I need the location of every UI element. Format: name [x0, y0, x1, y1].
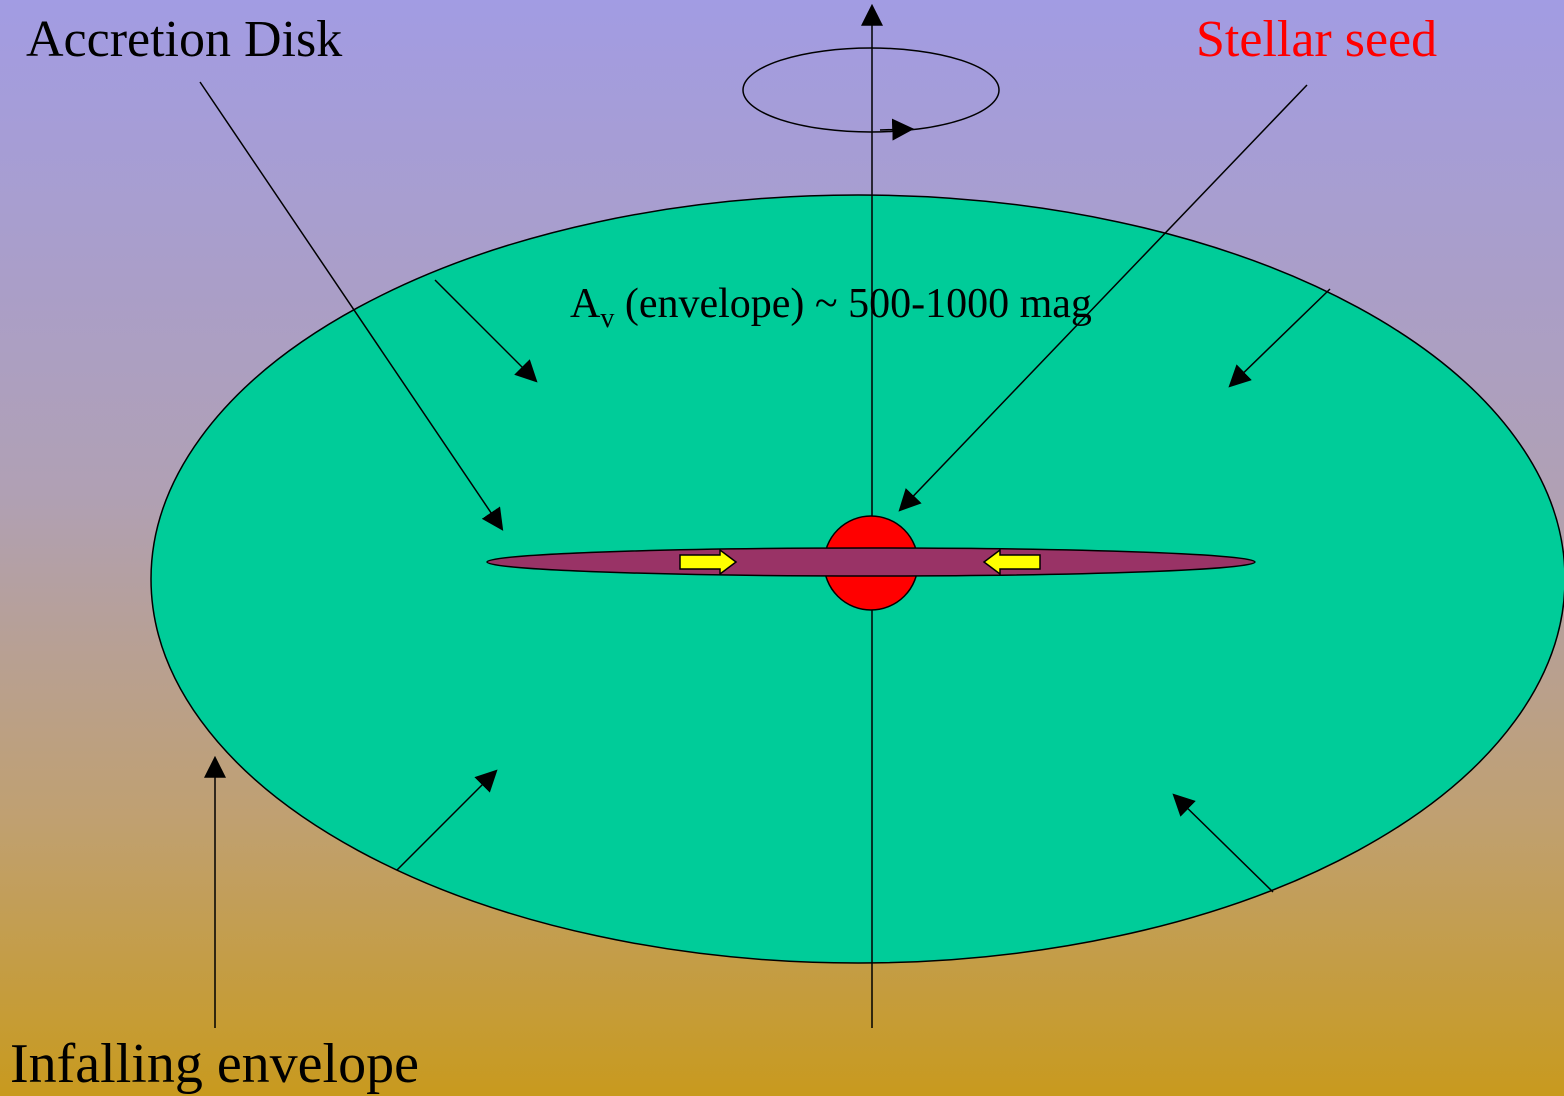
extinction-text: (envelope) ~ 500-1000 mag [614, 281, 1092, 327]
disk-inflow-arrow-right [982, 548, 1041, 576]
accretion-disk-label: Accretion Disk [26, 11, 343, 68]
envelope-inflow-arrow-top-right [1228, 288, 1331, 388]
extinction-subscript: v [600, 303, 615, 334]
stellar-seed-label: Stellar seed [1196, 11, 1438, 68]
envelope-inflow-arrow-top-left [434, 279, 538, 383]
infalling-envelope-label: Infalling envelope [10, 1033, 419, 1095]
disk-inflow-arrow-left [679, 548, 738, 576]
rotation-direction-arrow [879, 118, 915, 141]
envelope-inflow-arrow-bottom-left [396, 769, 498, 871]
stellar-seed-leader [898, 84, 1308, 512]
extinction-label: Av (envelope) ~ 500-1000 mag [570, 283, 1092, 333]
accretion-disk-leader [199, 81, 504, 531]
extinction-symbol: A [570, 281, 601, 327]
rotation-loop [742, 47, 1000, 133]
accretion-disk [486, 547, 1256, 577]
envelope-inflow-arrow-bottom-right [1172, 793, 1274, 893]
